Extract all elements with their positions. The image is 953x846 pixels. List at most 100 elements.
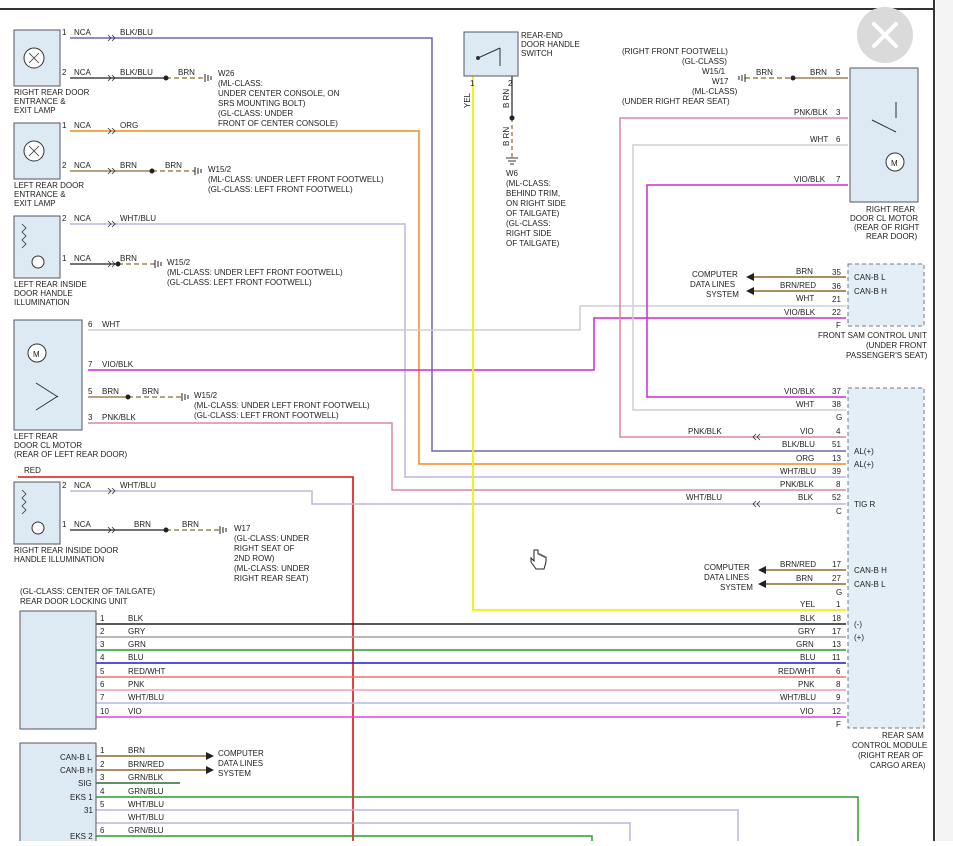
label-wht: WHT xyxy=(102,320,120,329)
ground-w15-b-3: (GL-CLASS: LEFT FRONT FOOTWELL) xyxy=(167,278,312,287)
motor-m: M xyxy=(891,159,898,168)
pin-5: 5 xyxy=(100,800,105,809)
pin-1: 1 xyxy=(100,746,105,755)
ground-w6-5: OF TAILGATE) xyxy=(506,209,560,218)
label-wht-blu: WHT/BLU xyxy=(120,481,156,490)
pin-8b: 8 xyxy=(836,680,841,689)
wire-pnk-blk xyxy=(88,422,846,491)
label-nca: NCA xyxy=(74,520,92,529)
wire-yel xyxy=(472,76,846,611)
label-wht-blu: WHT/BLU xyxy=(780,467,816,476)
bottom-data-lines-1: COMPUTER xyxy=(218,749,264,758)
ground-w6-1: W6 xyxy=(506,169,519,178)
ground-right-2: (GL-CLASS) xyxy=(682,57,727,66)
wire-grn-blu-1 xyxy=(96,796,859,841)
bottom-data-lines-3: SYSTEM xyxy=(218,769,251,778)
label-brn: BRN xyxy=(182,520,199,529)
label-grn-blu: GRN/BLU xyxy=(128,787,164,796)
label-vio-blk: VIO/BLK xyxy=(794,175,826,184)
pin-17b: 17 xyxy=(832,627,841,636)
ground-w15-a-2: (ML-CLASS: UNDER LEFT FRONT FOOTWELL) xyxy=(208,175,384,184)
wire-vio-blk xyxy=(88,317,846,371)
rear-sam-pin-plus: (+) xyxy=(854,633,864,642)
pin-2: 2 xyxy=(100,627,105,636)
ground-w6-8: OF TAILGATE) xyxy=(506,239,560,248)
label-pnk-blk: PNK/BLK xyxy=(780,480,814,489)
rr-entrance-label-2: ENTRANCE & xyxy=(14,97,66,106)
ground-w15-c-2: (ML-CLASS: UNDER LEFT FRONT FOOTWELL) xyxy=(194,401,370,410)
lr-motor-label-1: LEFT REAR xyxy=(14,432,58,441)
pin-6: 6 xyxy=(88,320,93,329)
pin-2: 2 xyxy=(62,68,67,77)
front-sam-label-2: (UNDER FRONT xyxy=(866,341,927,350)
front-sam-pin-can-b-h: CAN-B H xyxy=(854,287,887,296)
wire-wht-rr xyxy=(632,144,848,411)
bottom-pin-can-b-h: CAN-B H xyxy=(60,766,93,775)
pin-38: 38 xyxy=(832,400,841,409)
pin-17: 17 xyxy=(832,560,841,569)
pin-2: 2 xyxy=(100,760,105,769)
ground-w15-c-3: (GL-CLASS: LEFT FRONT FOOTWELL) xyxy=(194,411,339,420)
pin-4: 4 xyxy=(836,427,841,436)
label-brn: BRN xyxy=(165,161,182,170)
lr-entrance-label-1: LEFT REAR DOOR xyxy=(14,181,84,190)
lr-entrance-lamp: LEFT REAR DOOR ENTRANCE & EXIT LAMP 1 2 xyxy=(13,121,84,208)
label-blk: BLK xyxy=(800,614,816,623)
pin-22: 22 xyxy=(832,308,841,317)
rear-sam-pin-g-2: G xyxy=(836,588,842,597)
pin-4: 4 xyxy=(100,787,105,796)
label-blk: BLK xyxy=(798,493,814,502)
wire-wht-blu xyxy=(70,223,846,478)
ground-w6-4: ON RIGHT SIDE xyxy=(506,199,566,208)
pin-11: 11 xyxy=(832,653,841,662)
pin-12: 12 xyxy=(832,707,841,716)
pin-35: 35 xyxy=(832,268,841,277)
wire-pnk-blk-rr xyxy=(619,117,848,438)
label-nca: NCA xyxy=(74,254,92,263)
pin-3: 3 xyxy=(88,413,93,422)
label-brn: BRN xyxy=(120,161,137,170)
label-gry: GRY xyxy=(128,627,146,636)
ground-w17-5: (ML-CLASS: UNDER xyxy=(234,564,310,573)
lr-handle-label-3: ILLUMINATION xyxy=(14,298,70,307)
label-red: RED xyxy=(24,466,41,475)
wire-blk-blu xyxy=(70,37,846,452)
ground-right-3: W15/1 xyxy=(702,67,726,76)
front-sam-label-1: FRONT SAM CONTROL UNIT xyxy=(818,331,927,340)
label-nca: NCA xyxy=(74,121,92,130)
wire-wht xyxy=(88,305,846,331)
rear-data-lines-1: COMPUTER xyxy=(704,563,750,572)
rear-sam-pin-tig-r: TIG R xyxy=(854,500,876,509)
pin-3: 3 xyxy=(100,640,105,649)
ground-right-1: (RIGHT FRONT FOOTWELL) xyxy=(622,47,728,56)
pin-7: 7 xyxy=(88,360,93,369)
rr-entrance-lamp: RIGHT REAR DOOR ENTRANCE & EXIT LAMP 1 2 xyxy=(13,28,90,115)
ground-w15-c-1: W15/2 xyxy=(194,391,218,400)
pin-2: 2 xyxy=(508,79,513,88)
label-grn: GRN xyxy=(128,640,146,649)
pin-13b: 13 xyxy=(832,640,841,649)
pin-2: 2 xyxy=(62,214,67,223)
lr-motor-label-2: DOOR CL MOTOR xyxy=(14,441,82,450)
ground-w26-5: (GL-CLASS: UNDER xyxy=(218,109,293,118)
switch-label-1: REAR-END xyxy=(521,31,563,40)
pin-2: 2 xyxy=(62,481,67,490)
scrollbar-track[interactable] xyxy=(936,0,953,841)
label-yel: YEL xyxy=(800,600,816,609)
ground-w17-4: 2ND ROW) xyxy=(234,554,275,563)
front-sam-control-unit: CAN-B L CAN-B H F FRONT SAM CONTROL UNIT… xyxy=(690,263,928,360)
ground-w26-1: W26 xyxy=(218,69,235,78)
ground-symbols xyxy=(115,74,796,534)
ground-w15-b-1: W15/2 xyxy=(167,258,191,267)
rr-motor-label-1: RIGHT REAR xyxy=(866,205,915,214)
rr-handle-illumination: RIGHT REAR INSIDE DOOR HANDLE ILLUMINATI… xyxy=(13,481,119,564)
front-sam-pin-can-b-l: CAN-B L xyxy=(854,273,886,282)
label-nca: NCA xyxy=(74,161,92,170)
front-sam-label-3: PASSENGER'S SEAT) xyxy=(846,351,928,360)
rear-sam-pin-al-2: AL(+) xyxy=(854,460,874,469)
pin-5: 5 xyxy=(100,667,105,676)
label-brn-red: BRN/RED xyxy=(780,560,816,569)
rear-data-lines-3: SYSTEM xyxy=(720,583,753,592)
close-button[interactable] xyxy=(857,7,913,63)
